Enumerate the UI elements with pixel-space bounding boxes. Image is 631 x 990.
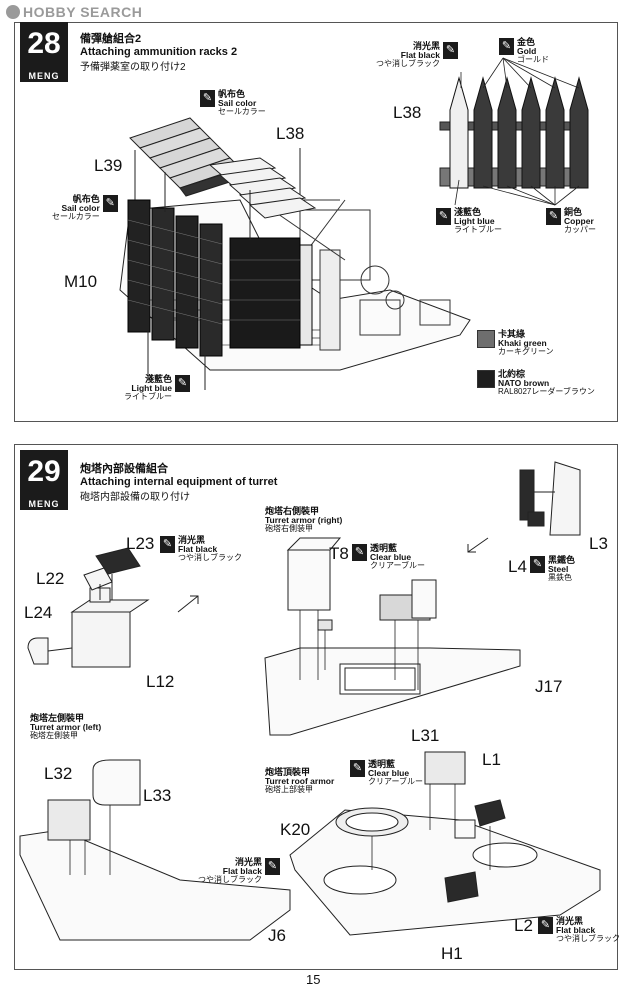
step-28-title: 備彈艙組合2 Attaching ammunition racks 2 予備弾薬… [80, 30, 237, 73]
part-label-k20: K20 [280, 820, 311, 839]
part-j6-turret-left [19, 759, 291, 941]
part-l12-assembly [27, 547, 150, 668]
part-m10-racks [127, 199, 313, 357]
paint-brush-icon: ✎ [530, 556, 545, 573]
part-h1-turret-roof [289, 751, 601, 936]
part-label-l3: L3 [589, 534, 608, 553]
paint-brush-icon: ✎ [160, 536, 175, 553]
paint-brush-icon: ✎ [352, 544, 367, 561]
part-label-l32: L32 [44, 764, 73, 783]
part-label-l33: L33 [143, 786, 172, 805]
legend-swatch [477, 370, 495, 388]
part-label-l38: L38 [276, 124, 305, 143]
step-29-badge: 29 MENG [20, 450, 68, 510]
title-jp: 砲塔内部設備の取り付け [80, 492, 190, 503]
step-number: 28 [20, 22, 68, 70]
part-label-l31: L31 [411, 726, 440, 745]
part-label-l39: L39 [94, 156, 123, 175]
title-cn: 炮塔內部設備組合 [80, 463, 168, 475]
logo-icon [6, 5, 20, 19]
part-label-l1: L1 [482, 750, 501, 769]
inset-ammunition [439, 57, 589, 206]
paint-brush-icon: ✎ [175, 375, 190, 392]
brand-logo: MENG [20, 70, 68, 82]
part-label-j6: J6 [268, 926, 286, 945]
step-number: 29 [20, 450, 68, 498]
page-number: 15 [306, 972, 321, 987]
paint-brush-icon: ✎ [546, 208, 561, 225]
title-en: Attaching ammunition racks 2 [80, 46, 238, 58]
step-28-badge: 28 MENG [20, 22, 68, 82]
paint-brush-icon: ✎ [443, 42, 458, 59]
part-label-l4: L4 [508, 557, 527, 576]
legend-swatch [477, 330, 495, 348]
part-l38-shells [208, 157, 317, 219]
part-label-l2: L2 [514, 916, 533, 935]
paint-brush-icon: ✎ [436, 208, 451, 225]
part-label-l38-inset: L38 [393, 103, 422, 122]
part-label-l22: L22 [36, 569, 65, 588]
paint-brush-icon: ✎ [499, 38, 514, 55]
title-en: Attaching internal equipment of turret [80, 476, 278, 488]
part-label-l12: L12 [146, 672, 175, 691]
brand-logo: MENG [20, 498, 68, 510]
arrow-icon [467, 537, 489, 553]
part-l39-tubes [129, 117, 241, 197]
title-cn: 備彈艙組合2 [80, 33, 142, 45]
part-label-j17: J17 [535, 677, 563, 696]
paint-brush-icon: ✎ [350, 760, 365, 777]
arrow-icon [177, 595, 199, 613]
paint-brush-icon: ✎ [265, 858, 280, 875]
part-j17-turret-floor [264, 537, 521, 736]
part-label-h1: H1 [441, 944, 463, 963]
paint-brush-icon: ✎ [102, 195, 118, 212]
paint-brush-icon: ✎ [538, 917, 553, 934]
watermark: HOBBY SEARCH [6, 4, 142, 20]
step-29-title: 炮塔內部設備組合 Attaching internal equipment of… [80, 460, 277, 503]
part-label-t8: T8 [329, 544, 349, 563]
part-label-l23: L23 [126, 534, 155, 553]
part-l3-l4 [519, 461, 581, 536]
part-label-m10: M10 [64, 272, 98, 291]
part-label-l24: L24 [24, 603, 53, 622]
title-jp: 予備弾薬室の取り付け2 [80, 62, 186, 73]
paint-brush-icon: ✎ [200, 90, 215, 107]
